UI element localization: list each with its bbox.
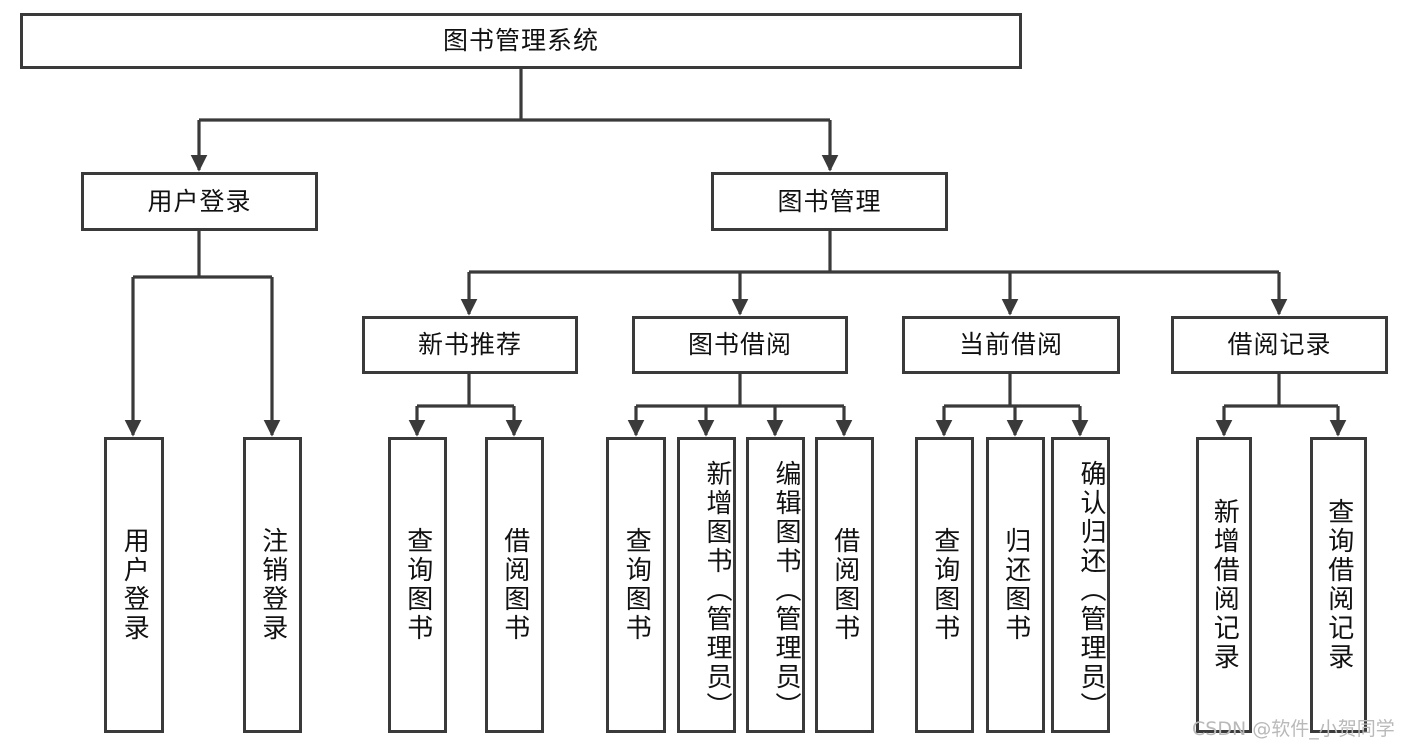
- leaf-edit-book-admin[interactable]: 编辑图书（管理员）: [746, 437, 805, 733]
- leaf-return-book[interactable]: 归还图书: [986, 437, 1045, 733]
- leaf-user-login-label: 用户登录: [119, 527, 150, 643]
- leaf-borrow-query[interactable]: 查询图书: [606, 437, 666, 733]
- leaf-current-query-label: 查询图书: [929, 527, 960, 643]
- leaf-user-login[interactable]: 用户登录: [104, 437, 164, 733]
- node-book-management-label: 图书管理: [777, 186, 882, 216]
- leaf-edit-book-admin-label: 编辑图书（管理员）: [771, 459, 801, 721]
- node-book-borrow[interactable]: 图书借阅: [632, 316, 848, 374]
- leaf-confirm-return-admin[interactable]: 确认归还（管理员）: [1051, 437, 1110, 733]
- node-current-borrow-label: 当前借阅: [958, 330, 1063, 360]
- leaf-add-borrow-record[interactable]: 新增借阅记录: [1196, 437, 1252, 733]
- node-book-management[interactable]: 图书管理: [711, 172, 948, 231]
- leaf-add-borrow-record-label: 新增借阅记录: [1209, 498, 1240, 672]
- node-book-borrow-label: 图书借阅: [687, 330, 792, 360]
- leaf-new-book-query-label: 查询图书: [402, 527, 433, 643]
- watermark-text: CSDN @软件_小贺同学: [1192, 718, 1395, 740]
- leaf-new-book-borrow-label: 借阅图书: [499, 527, 530, 643]
- leaf-borrow-book[interactable]: 借阅图书: [815, 437, 874, 733]
- node-user-login[interactable]: 用户登录: [81, 172, 318, 231]
- node-user-login-label: 用户登录: [147, 186, 252, 216]
- leaf-confirm-return-admin-label: 确认归还（管理员）: [1076, 459, 1106, 721]
- node-new-book-recommend[interactable]: 新书推荐: [362, 316, 578, 374]
- leaf-borrow-book-label: 借阅图书: [829, 527, 860, 643]
- leaf-borrow-query-label: 查询图书: [621, 527, 652, 643]
- leaf-current-query[interactable]: 查询图书: [915, 437, 974, 733]
- node-root[interactable]: 图书管理系统: [20, 13, 1022, 69]
- node-root-label: 图书管理系统: [442, 26, 599, 56]
- leaf-logout-label: 注销登录: [257, 527, 288, 643]
- node-current-borrow[interactable]: 当前借阅: [902, 316, 1120, 374]
- node-borrow-record-label: 借阅记录: [1227, 330, 1332, 360]
- node-new-book-recommend-label: 新书推荐: [417, 330, 522, 360]
- leaf-add-book-admin-label: 新增图书（管理员）: [702, 459, 732, 721]
- leaf-query-borrow-record-label: 查询借阅记录: [1323, 498, 1354, 672]
- node-borrow-record[interactable]: 借阅记录: [1171, 316, 1388, 374]
- leaf-new-book-query[interactable]: 查询图书: [388, 437, 447, 733]
- leaf-query-borrow-record[interactable]: 查询借阅记录: [1310, 437, 1367, 733]
- leaf-logout[interactable]: 注销登录: [243, 437, 302, 733]
- leaf-add-book-admin[interactable]: 新增图书（管理员）: [677, 437, 736, 733]
- leaf-new-book-borrow[interactable]: 借阅图书: [485, 437, 544, 733]
- leaf-return-book-label: 归还图书: [1000, 527, 1031, 643]
